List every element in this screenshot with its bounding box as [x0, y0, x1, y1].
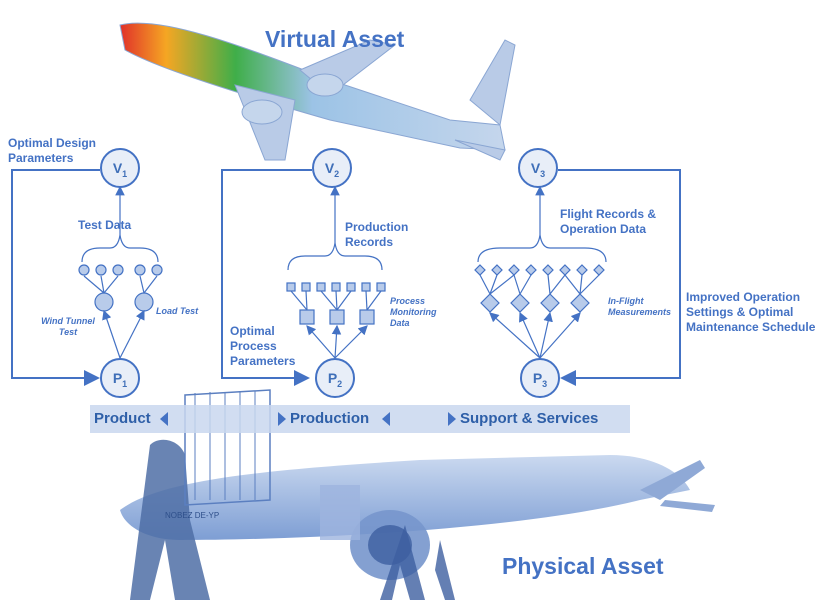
phase-product: Product: [94, 410, 151, 427]
flight-records-label: Flight Records & Operation Data: [560, 207, 657, 236]
node-v1: V1: [100, 148, 140, 188]
node-v3: V3: [518, 148, 558, 188]
wind-tunnel-label: Wind Tunnel Test: [41, 316, 95, 337]
production-records-label: Production Records: [345, 220, 409, 249]
node-v2: V2: [312, 148, 352, 188]
phase-band: [90, 405, 630, 433]
node-p2: P2: [315, 358, 355, 398]
virtual-aircraft-illustration: [119, 22, 516, 161]
virtual-asset-title: Virtual Asset: [265, 26, 405, 52]
phase-production: Production: [290, 410, 370, 427]
network-1: [78, 185, 163, 359]
physical-asset-title: Physical Asset: [502, 553, 664, 579]
feedback-loops: [11, 169, 681, 386]
support-arrow-icon: [448, 412, 456, 426]
phase-support: Support & Services: [460, 410, 599, 427]
test-data-label: Test Data: [78, 218, 132, 232]
network-3: [474, 185, 607, 359]
load-test-label: Load Test: [156, 306, 199, 316]
improved-operation-label: Improved Operation Settings & Optimal Ma…: [686, 290, 816, 334]
production-left-arrow-icon: [382, 412, 390, 426]
aircraft-marking: NOBEZ DE-YP: [165, 511, 219, 520]
process-monitoring-label: Process Monitoring Data: [390, 296, 437, 328]
optimal-process-label: Optimal Process Parameters: [230, 324, 296, 368]
network-2: [286, 185, 386, 359]
production-right-arrow-icon: [278, 412, 286, 426]
product-arrow-icon: [160, 412, 168, 426]
optimal-design-label: Optimal Design Parameters: [8, 136, 97, 165]
node-p3: P3: [520, 358, 560, 398]
in-flight-label: In-Flight Measurements: [608, 296, 672, 317]
physical-aircraft-illustration: [120, 389, 715, 600]
node-p1: P1: [100, 358, 140, 398]
